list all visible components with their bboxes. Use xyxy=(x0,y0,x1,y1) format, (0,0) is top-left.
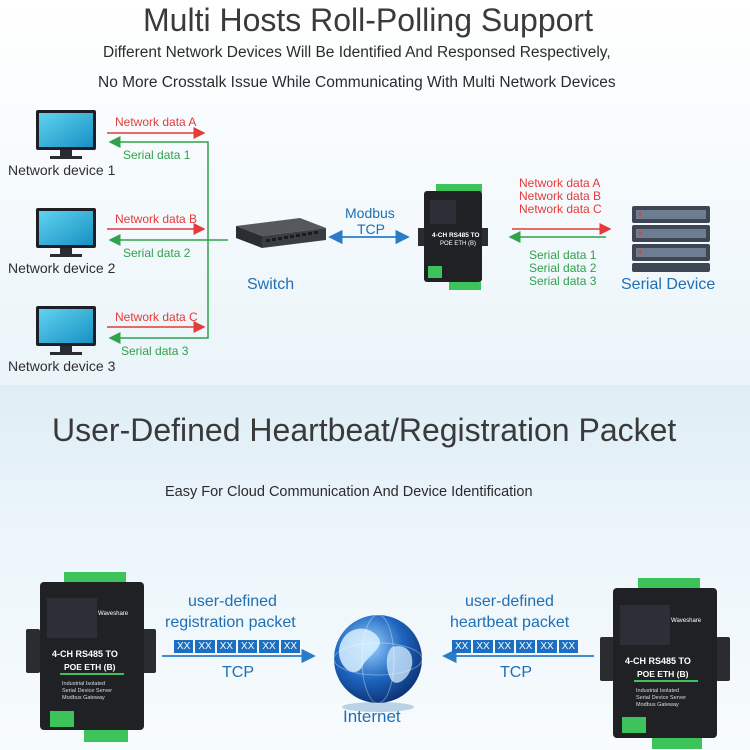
left-device-model-1: 4-CH RS485 TO xyxy=(52,649,118,659)
left-device-desc-1: Industrial Isolated xyxy=(62,681,106,687)
heartbeat-panel: User-Defined Heartbeat/Registration Pack… xyxy=(0,385,750,750)
left-device-brand: Waveshare xyxy=(98,611,129,617)
small-device-model-2: POE ETH (B) xyxy=(440,241,477,247)
right-network-c: Network data C xyxy=(519,202,602,216)
packet-cell: XX xyxy=(216,640,237,653)
heartbeat-subtitle: Easy For Cloud Communication And Device … xyxy=(165,484,533,500)
right-serial-1: Serial data 1 xyxy=(529,248,597,262)
registration-packet: XX XX XX XX XX XX xyxy=(174,640,301,653)
small-device-model: 4-CH RS485 TO xyxy=(432,232,480,239)
right-serial-3: Serial data 3 xyxy=(529,274,597,288)
packet-cell: XX xyxy=(195,640,215,653)
packet-cell: XX xyxy=(174,640,194,653)
internet-globe-icon xyxy=(333,614,423,712)
packet-cell: XX xyxy=(473,640,493,653)
polling-title: Multi Hosts Roll-Polling Support xyxy=(143,2,593,38)
heartbeat-diagram xyxy=(26,572,730,749)
right-device-brand: Waveshare xyxy=(671,618,702,624)
tcp-label-left: TCP xyxy=(222,664,254,681)
internet-label: Internet xyxy=(343,707,401,726)
packet-cell: XX xyxy=(452,640,472,653)
packet-cell: XX xyxy=(259,640,279,653)
left-device-model-2: POE ETH (B) xyxy=(64,662,116,672)
switch-label: Switch xyxy=(247,276,295,293)
monitor-icon-2 xyxy=(36,208,96,257)
registration-caption-2: registration packet xyxy=(165,614,296,631)
serial-device-label: Serial Device xyxy=(621,276,716,293)
tcp-label-top: TCP xyxy=(357,221,385,237)
switch-icon xyxy=(236,218,326,248)
network-device-3-label: Network device 3 xyxy=(8,358,116,374)
right-device-model-2: POE ETH (B) xyxy=(637,669,689,679)
network-device-1-label: Network device 1 xyxy=(8,162,116,178)
right-device-desc-1: Industrial Isolated xyxy=(636,688,680,694)
gateway-device-small xyxy=(418,184,488,290)
serial-path-3 xyxy=(108,240,209,344)
packet-cell: XX xyxy=(537,640,557,653)
server-rack-icon xyxy=(632,206,710,272)
packet-cell: XX xyxy=(516,640,536,653)
polling-subtitle-2: No More Crosstalk Issue While Communicat… xyxy=(98,74,616,91)
polling-subtitle-1: Different Network Devices Will Be Identi… xyxy=(103,44,611,61)
right-network-a: Network data A xyxy=(519,176,601,190)
packet-cell: XX xyxy=(280,640,301,653)
network-device-2-label: Network device 2 xyxy=(8,260,116,276)
network-data-b-label: Network data B xyxy=(115,212,198,226)
gateway-device-right xyxy=(600,578,730,749)
network-data-c-label: Network data C xyxy=(115,310,198,324)
serial-data-1-label: Serial data 1 xyxy=(123,148,191,162)
right-network-b: Network data B xyxy=(519,189,602,203)
packet-cell: XX xyxy=(558,640,579,653)
monitor-icon-3 xyxy=(36,306,96,355)
heartbeat-packet: XX XX XX XX XX XX xyxy=(452,640,579,653)
monitor-icon-1 xyxy=(36,110,96,159)
network-data-a-label: Network data A xyxy=(115,115,197,129)
polling-panel: Multi Hosts Roll-Polling Support Differe… xyxy=(0,0,750,385)
packet-cell: XX xyxy=(238,640,258,653)
polling-diagram xyxy=(36,110,710,355)
serial-data-3-label: Serial data 3 xyxy=(121,344,189,358)
serial-path-1 xyxy=(108,136,228,241)
modbus-label: Modbus xyxy=(345,205,395,221)
left-device-desc-2: Serial Device Server xyxy=(62,688,113,694)
right-device-model-1: 4-CH RS485 TO xyxy=(625,656,691,666)
right-device-desc-3: Modbus Gateway xyxy=(636,702,679,708)
left-device-desc-3: Modbus Gateway xyxy=(62,695,105,701)
tcp-label-right: TCP xyxy=(500,664,532,681)
right-device-desc-2: Serial Device Server xyxy=(636,695,687,701)
registration-caption-1: user-defined xyxy=(188,593,277,610)
right-serial-2: Serial data 2 xyxy=(529,261,597,275)
gateway-device-left xyxy=(26,572,156,742)
heartbeat-title: User-Defined Heartbeat/Registration Pack… xyxy=(52,412,677,448)
heartbeat-caption-2: heartbeat packet xyxy=(450,614,570,631)
packet-cell: XX xyxy=(494,640,515,653)
serial-data-2-label: Serial data 2 xyxy=(123,246,191,260)
heartbeat-caption-1: user-defined xyxy=(465,593,554,610)
